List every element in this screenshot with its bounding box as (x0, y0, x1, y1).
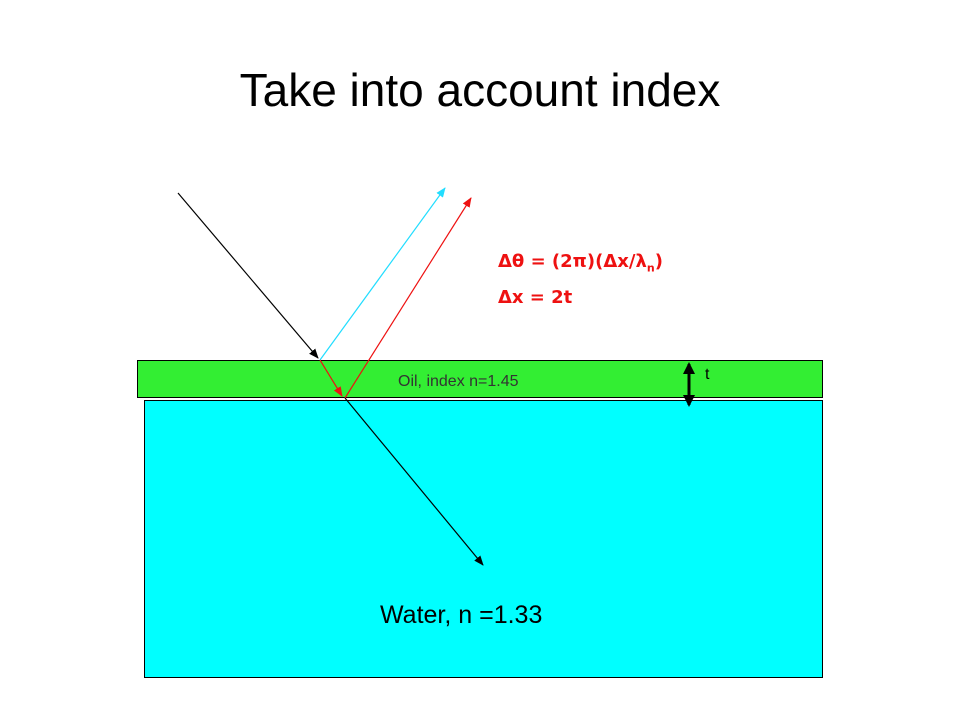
incident-ray (177, 192, 319, 359)
water-layer-label: Water, n =1.33 (380, 601, 543, 629)
equation-lambda: /λ (628, 251, 647, 272)
thickness-label: t (705, 366, 710, 383)
oil-layer-label: Oil, index n=1.45 (398, 373, 519, 390)
equation-prefix: Δθ = (2π)(Δ (498, 251, 618, 272)
reflected-ray-top-surface (319, 187, 446, 361)
water-layer (144, 400, 823, 678)
reflected-ray-bottom-surface (344, 197, 472, 399)
slide-title: Take into account index (239, 64, 721, 116)
oil-layer (137, 360, 823, 398)
equation-x: x (617, 251, 629, 272)
equation-close: ) (654, 251, 663, 272)
equation-subscript: n (646, 261, 655, 275)
phase-difference-equation: Δθ = (2π)(Δx/λn) (498, 251, 663, 280)
transmitted-ray-water (344, 397, 484, 566)
refracted-ray-in-oil (319, 359, 343, 397)
path-difference-equation: Δx = 2t (498, 287, 573, 308)
